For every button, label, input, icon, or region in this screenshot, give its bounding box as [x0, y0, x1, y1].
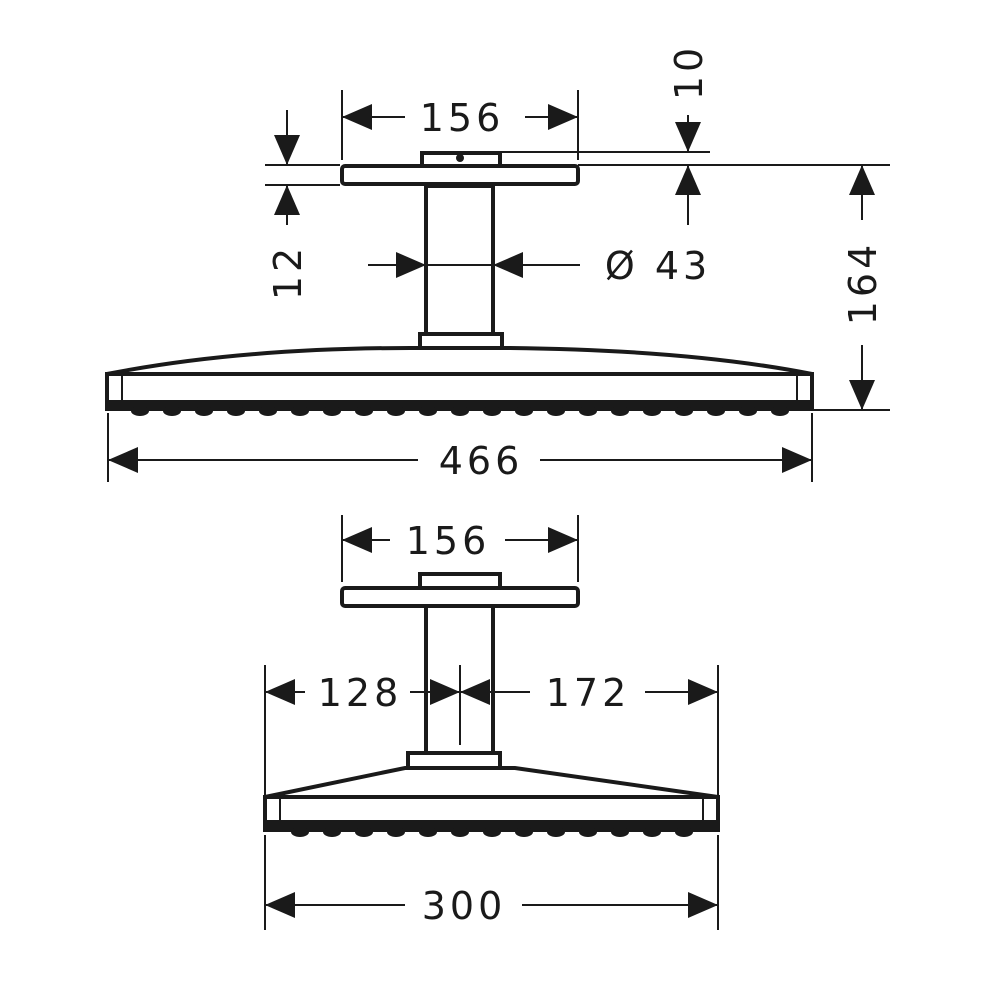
label-172: 172: [546, 671, 631, 715]
nozzle: [451, 827, 469, 837]
dimension-plate-width-top: 156: [341, 90, 579, 160]
label-10: 10: [667, 44, 711, 100]
nozzle: [579, 827, 597, 837]
ceiling-plate: [340, 586, 580, 608]
nozzle: [323, 406, 341, 416]
nozzle: [611, 827, 629, 837]
nozzle: [419, 406, 437, 416]
nozzle: [387, 406, 405, 416]
head-connector: [418, 332, 504, 350]
nozzle: [291, 827, 309, 837]
dimension-head-width: 466: [107, 413, 813, 483]
top-view: 156 10 12 Ø 43: [105, 44, 890, 483]
label-128: 128: [318, 671, 403, 715]
nozzle: [483, 827, 501, 837]
nozzle: [131, 406, 149, 416]
label-164: 164: [841, 241, 885, 326]
label-12: 12: [266, 244, 310, 300]
nozzle: [387, 827, 405, 837]
nozzle: [291, 406, 309, 416]
nozzle: [675, 827, 693, 837]
nozzle: [195, 406, 213, 416]
nozzle: [739, 406, 757, 416]
label-156-top: 156: [420, 96, 505, 140]
label-156-bottom: 156: [406, 519, 491, 563]
nozzle: [643, 827, 661, 837]
nozzle: [227, 406, 245, 416]
dimension-arm-diameter: Ø 43: [368, 244, 711, 288]
ceiling-plate: [340, 164, 580, 186]
dimension-arm-offset: 128 172: [264, 665, 719, 795]
dimension-head-depth: 300: [264, 835, 719, 930]
nozzle: [163, 406, 181, 416]
nozzle: [355, 827, 373, 837]
bottom-view: 156 128 172 300: [263, 515, 720, 930]
nozzle: [419, 827, 437, 837]
nozzle: [515, 827, 533, 837]
nozzle: [483, 406, 501, 416]
nozzle: [355, 406, 373, 416]
head-connector: [406, 751, 502, 770]
nozzle: [547, 827, 565, 837]
nozzle: [579, 406, 597, 416]
dimension-plate-width-bottom: 156: [341, 515, 579, 582]
dimension-plate-thickness: 10: [460, 44, 890, 225]
shower-arm: [424, 184, 495, 336]
label-300: 300: [422, 884, 507, 928]
nozzle: [707, 406, 725, 416]
label-466: 466: [439, 439, 524, 483]
shower-head: [263, 766, 720, 837]
shower-head: [105, 346, 814, 416]
label-diameter-43: Ø 43: [605, 244, 711, 288]
nozzle: [259, 406, 277, 416]
nozzle: [643, 406, 661, 416]
nozzle: [547, 406, 565, 416]
nozzle: [611, 406, 629, 416]
nozzle: [515, 406, 533, 416]
dimension-total-height: 164: [812, 165, 890, 411]
plate-cap: [418, 572, 502, 590]
dimension-cap-height: 12: [265, 110, 340, 300]
plate-screw: [456, 154, 464, 162]
nozzle: [451, 406, 469, 416]
nozzle: [675, 406, 693, 416]
nozzle: [323, 827, 341, 837]
nozzle: [771, 406, 789, 416]
